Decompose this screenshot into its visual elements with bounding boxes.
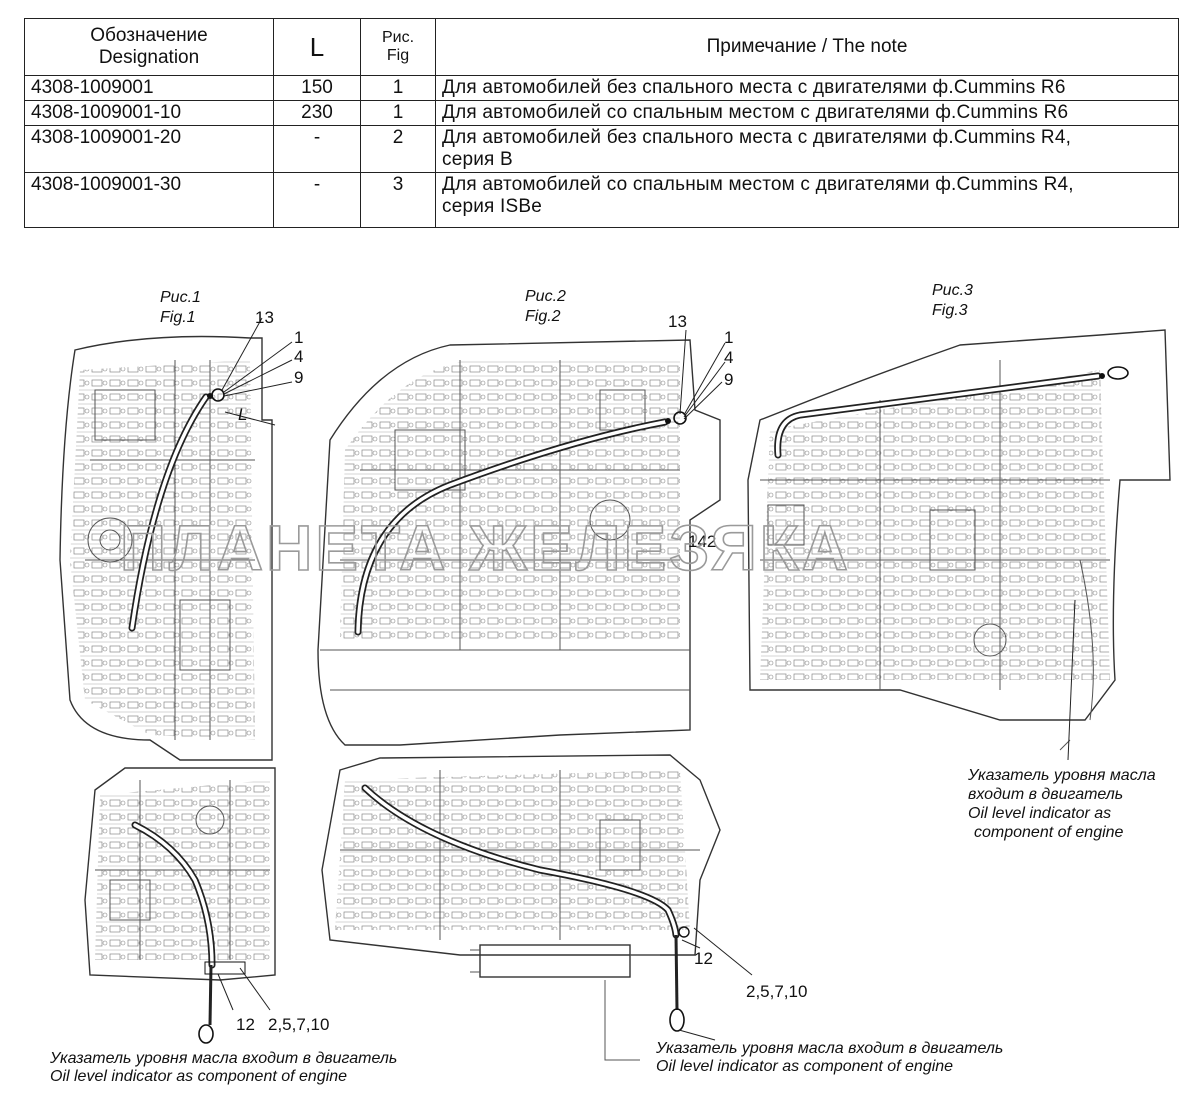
watermark-text: ПЛАНЕТА ЖЕЛЕЗЯКА bbox=[120, 512, 851, 584]
fig1-callout-1: 1 bbox=[294, 328, 303, 347]
table-header-row: Обозначение Designation L Рис. Fig Приме… bbox=[24, 18, 1179, 76]
fig1-callout-4: 4 bbox=[294, 347, 303, 366]
cell-note: Для автомобилей со спальным местом с дви… bbox=[435, 172, 1179, 228]
fig2-callout-4: 4 bbox=[724, 348, 733, 367]
fig1-title-en: Fig.1 bbox=[160, 309, 196, 326]
header-designation-ru: Обозначение bbox=[90, 25, 208, 46]
detail-bottom-center: 12 2,5,7,10 Указатель уровня масла входи… bbox=[321, 754, 1003, 1075]
table-row: 4308-1009001-10 230 1 Для автомобилей со… bbox=[24, 100, 1179, 126]
fig2-engine-outline bbox=[317, 339, 721, 746]
header-fig-en: Fig bbox=[386, 47, 410, 64]
bl-note-ru: Указатель уровня масла входит в двигател… bbox=[49, 1050, 397, 1067]
bl-callout-12: 12 bbox=[236, 1015, 255, 1034]
cell-length: 230 bbox=[273, 100, 361, 126]
cell-note-line1: Для автомобилей без спального места с дв… bbox=[442, 77, 1066, 98]
fig3-oil-dipstick bbox=[774, 366, 1129, 459]
cell-note-line1: Для автомобилей без спального места с дв… bbox=[442, 127, 1072, 148]
fig1-title-ru: Рис.1 bbox=[160, 289, 201, 306]
fig1-oil-dipstick bbox=[128, 388, 225, 632]
fig3-note-en-line1: Oil level indicator as bbox=[968, 805, 1111, 822]
cell-note-line1: Для автомобилей со спальным местом с дви… bbox=[442, 174, 1074, 195]
fig2-title-ru: Рис.2 bbox=[525, 288, 566, 305]
cell-designation: 4308-1009001-20 bbox=[24, 125, 274, 173]
cell-designation: 4308-1009001 bbox=[24, 75, 274, 101]
fig1-callout-13: 13 bbox=[255, 308, 274, 327]
fig2-callout-13: 13 bbox=[668, 312, 687, 331]
bc-note-ru: Указатель уровня масла входит в двигател… bbox=[655, 1040, 1003, 1057]
header-fig: Рис. Fig bbox=[360, 18, 436, 76]
header-note: Примечание / The note bbox=[435, 18, 1179, 76]
header-length: L bbox=[273, 18, 361, 76]
fig2-title-en: Fig.2 bbox=[525, 308, 561, 325]
fig3-note-ru-line1: Указатель уровня масла bbox=[967, 767, 1156, 784]
cell-length: - bbox=[273, 125, 361, 173]
cell-length: 150 bbox=[273, 75, 361, 101]
header-designation-en: Designation bbox=[98, 47, 200, 68]
bl-note-en: Oil level indicator as component of engi… bbox=[50, 1068, 347, 1085]
fig3-title-en: Fig.3 bbox=[932, 302, 968, 319]
fig2-callout-142: 142 bbox=[688, 532, 716, 551]
cell-note-line2: серия B bbox=[442, 149, 513, 170]
cell-fig: 1 bbox=[360, 100, 436, 126]
detail-bottom-left: 12 2,5,7,10 Указатель уровня масла входи… bbox=[49, 767, 397, 1085]
cell-note: Для автомобилей со спальным местом с дви… bbox=[435, 100, 1179, 126]
cell-designation: 4308-1009001-30 bbox=[24, 172, 274, 228]
bc-callout-12: 12 bbox=[694, 949, 713, 968]
fig2-oil-dipstick bbox=[354, 411, 687, 636]
fig3-title-ru: Рис.3 bbox=[932, 282, 973, 299]
bc-oil-dipstick bbox=[361, 784, 690, 1032]
specification-table: Обозначение Designation L Рис. Fig Приме… bbox=[24, 18, 1179, 228]
fig1-callout-L: L bbox=[238, 405, 247, 424]
bc-note-en: Oil level indicator as component of engi… bbox=[656, 1058, 953, 1075]
bl-oil-dipstick bbox=[131, 821, 246, 1044]
cell-length: - bbox=[273, 172, 361, 228]
cell-note-line1: Для автомобилей со спальным местом с дви… bbox=[442, 102, 1069, 123]
table-row: 4308-1009001-30 - 3 Для автомобилей со с… bbox=[24, 172, 1179, 228]
fig3-engine-outline bbox=[747, 329, 1171, 751]
figure-2: Рис.2 Fig.2 13 1 4 9 142 bbox=[317, 288, 733, 746]
cell-fig: 3 bbox=[360, 172, 436, 228]
fig2-callout-1: 1 bbox=[724, 328, 733, 347]
header-designation: Обозначение Designation bbox=[24, 18, 274, 76]
bl-engine-outline bbox=[84, 767, 276, 981]
bc-callout-parts: 2,5,7,10 bbox=[746, 982, 807, 1001]
cell-designation: 4308-1009001-10 bbox=[24, 100, 274, 126]
bc-engine-outline bbox=[321, 754, 721, 1061]
cell-note-line2: серия ISBe bbox=[442, 196, 543, 217]
header-fig-ru: Рис. bbox=[381, 29, 415, 46]
fig3-note-ru-line2: входит в двигатель bbox=[968, 786, 1123, 803]
bl-callout-parts: 2,5,7,10 bbox=[268, 1015, 329, 1034]
fig3-note-en-line2: component of engine bbox=[974, 824, 1124, 841]
table-row: 4308-1009001-20 - 2 Для автомобилей без … bbox=[24, 125, 1179, 173]
figure-1: Рис.1 Fig.1 13 1 4 9 L bbox=[59, 289, 303, 761]
fig1-callout-9: 9 bbox=[294, 368, 303, 387]
fig2-callout-9: 9 bbox=[724, 370, 733, 389]
figure-3: Рис.3 Fig.3 Указатель уровня масла входи… bbox=[747, 282, 1171, 841]
